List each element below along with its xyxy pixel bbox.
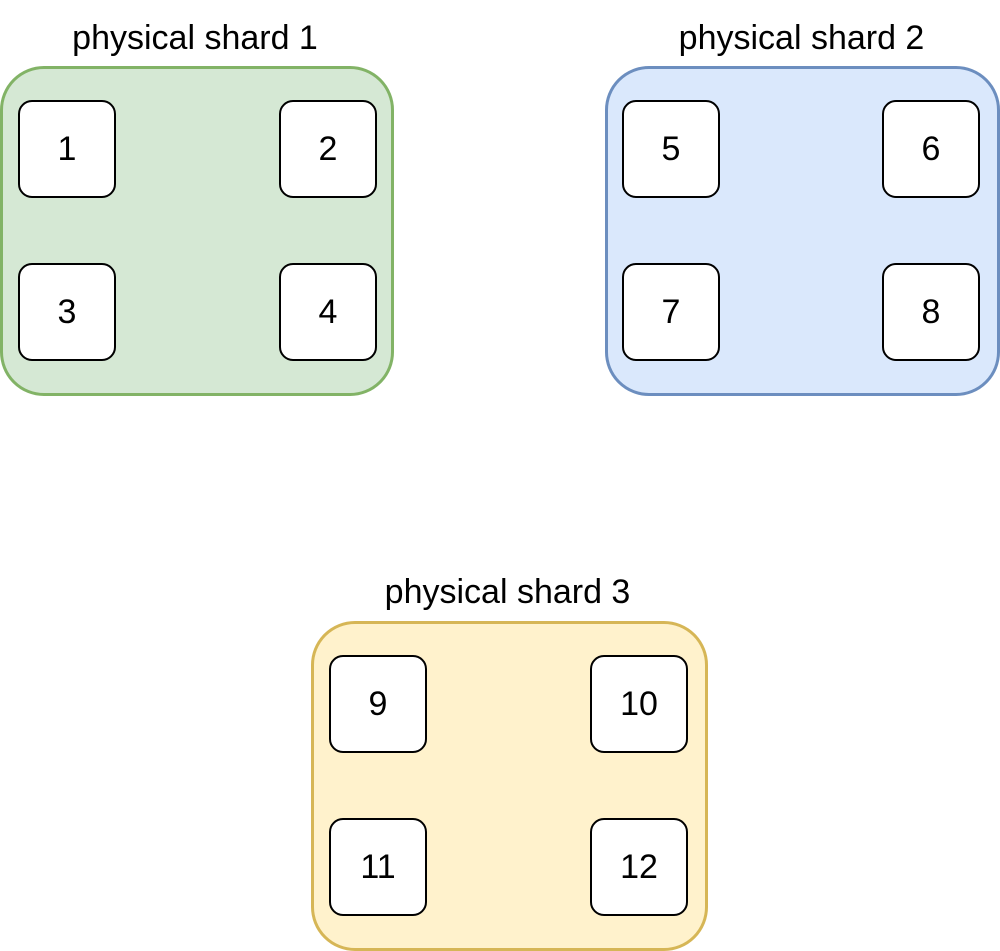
logical-shard-7: 7 [622, 263, 720, 361]
logical-shard-11: 11 [329, 818, 427, 916]
physical-shard-2-title: physical shard 2 [678, 19, 925, 57]
logical-shard-5: 5 [622, 100, 720, 198]
physical-shard-3-title: physical shard 3 [384, 573, 631, 611]
logical-shard-4: 4 [279, 263, 377, 361]
logical-shard-9: 9 [329, 655, 427, 753]
logical-shard-10: 10 [590, 655, 688, 753]
physical-shard-1-title: physical shard 1 [72, 19, 318, 57]
logical-shard-1: 1 [18, 100, 116, 198]
logical-shard-3: 3 [18, 263, 116, 361]
logical-shard-2: 2 [279, 100, 377, 198]
logical-shard-12: 12 [590, 818, 688, 916]
logical-shard-8: 8 [882, 263, 980, 361]
logical-shard-6: 6 [882, 100, 980, 198]
